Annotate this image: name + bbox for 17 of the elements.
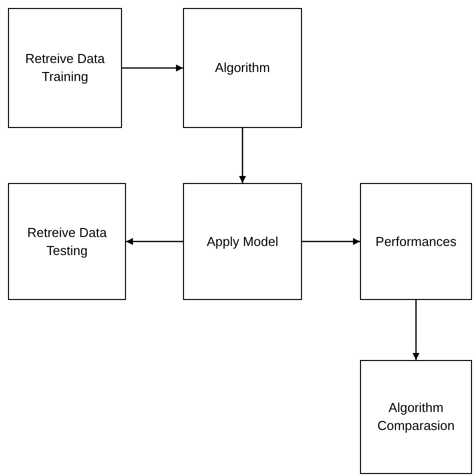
process-box (360, 183, 472, 300)
node-label: Algorithm (214, 59, 271, 77)
process-box (183, 8, 302, 128)
process-box (360, 360, 472, 474)
arrow (412, 300, 420, 360)
arrow (239, 128, 246, 183)
arrow (122, 64, 183, 72)
arrow (126, 238, 183, 245)
process-box (8, 8, 122, 128)
node-label: Retreive Data Training (24, 50, 106, 86)
node-label: Apply Model (206, 232, 280, 250)
process-box (8, 183, 126, 300)
node-label: Algorithm Comparasion (376, 399, 456, 435)
node-label: Retreive Data Testing (26, 224, 108, 260)
process-box (183, 183, 302, 300)
arrow (302, 238, 360, 245)
node-label: Performances (374, 232, 458, 250)
